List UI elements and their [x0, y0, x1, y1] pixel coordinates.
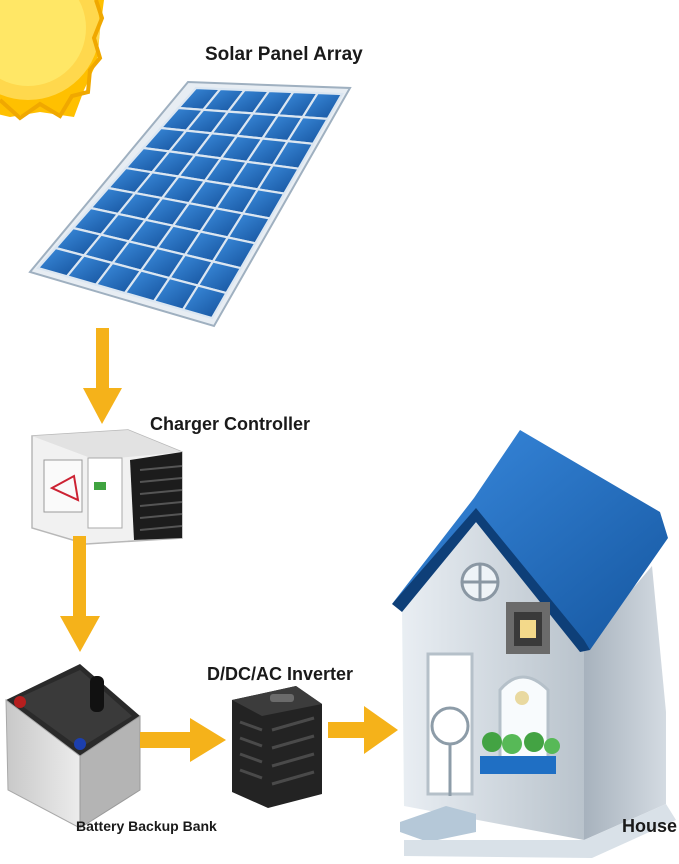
charge-controller-icon: [31, 429, 183, 545]
house-label: House: [622, 816, 678, 836]
arrow-inverter-to-house: [328, 706, 398, 754]
arrow-solar-to-charger: [83, 328, 122, 424]
battery-backup-bank-label: Battery Backup Bank: [76, 818, 217, 834]
panel-cell: [181, 284, 229, 320]
house-icon: [392, 430, 676, 858]
solar-panel-array-label: Solar Panel Array: [205, 44, 363, 65]
charger-controller-label: Charger Controller: [150, 414, 311, 434]
inverter-icon: [232, 686, 322, 808]
solar-panel-icon: [28, 80, 352, 328]
arrow-charger-to-battery: [60, 536, 100, 652]
inverter-label: D/DC/AC Inverter: [207, 664, 354, 684]
battery-icon: [5, 664, 141, 829]
sun-icon: [0, 0, 105, 121]
arrow-battery-to-inverter: [140, 718, 226, 762]
